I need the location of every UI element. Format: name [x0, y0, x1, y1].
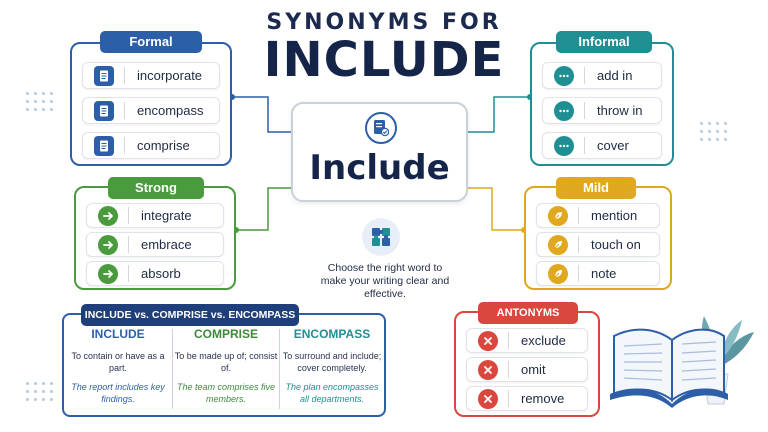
document-icon: [94, 65, 114, 86]
formal-item: encompass: [82, 97, 220, 124]
page-title: INCLUDE: [263, 32, 505, 88]
column-divider: [172, 329, 173, 409]
document-icon: [94, 135, 114, 156]
antonym-item: remove: [466, 386, 588, 411]
comparison-column-comprise: COMPRISE To be made up of; consist of. T…: [174, 327, 278, 405]
formal-panel: Formal incorporate encompass comprise: [70, 31, 232, 166]
column-divider: [279, 329, 280, 409]
chat-bubble-icon: [554, 65, 574, 86]
formal-item-label: comprise: [137, 138, 190, 153]
title-prefix: SYNONYMS FOR: [266, 10, 502, 35]
column-example: The team comprises five members.: [176, 382, 276, 404]
x-icon: [478, 388, 498, 409]
informal-item-label: throw in: [597, 103, 643, 118]
connector-informal: [468, 96, 530, 133]
mild-item: touch on: [536, 232, 660, 257]
arrow-right-icon: [98, 234, 118, 255]
connector-formal: [232, 96, 291, 133]
dot-pattern-left: [26, 92, 53, 111]
comparison-column-include: INCLUDE To contain or have as a part. Th…: [66, 327, 170, 405]
informal-tag: Informal: [556, 31, 652, 53]
formal-item: incorporate: [82, 62, 220, 89]
strong-panel: Strong integrate embrace absorb: [74, 177, 236, 290]
strong-tag: Strong: [108, 177, 204, 199]
strong-item-label: absorb: [141, 266, 181, 281]
mild-item: note: [536, 261, 660, 286]
leaf-icon: [548, 205, 568, 226]
antonyms-panel: ANTONYMS exclude omit remove: [454, 302, 600, 417]
informal-item: throw in: [542, 97, 662, 124]
mild-item-label: touch on: [591, 237, 641, 252]
strong-item: integrate: [86, 203, 224, 228]
x-icon: [478, 359, 498, 380]
formal-item-label: encompass: [137, 103, 204, 118]
formal-tag: Formal: [100, 31, 202, 53]
tip-text: Choose the right word to make your writi…: [320, 262, 450, 300]
antonym-item-label: exclude: [521, 333, 566, 348]
arrow-right-icon: [98, 205, 118, 226]
mild-panel: Mild mention touch on note: [524, 177, 672, 290]
mild-item-label: note: [591, 266, 617, 281]
formal-item: comprise: [82, 132, 220, 159]
informal-item: cover: [542, 132, 662, 159]
puzzle-icon: [362, 218, 400, 256]
column-heading: COMPRISE: [193, 327, 258, 341]
document-check-icon: [365, 112, 397, 144]
informal-item-label: cover: [597, 138, 629, 153]
dot-pattern-right: [700, 122, 727, 141]
arrow-right-icon: [98, 263, 118, 284]
center-card: Include: [291, 102, 468, 202]
column-heading: ENCOMPASS: [293, 327, 371, 341]
column-definition: To be made up of; consist of.: [174, 351, 278, 373]
document-icon: [94, 100, 114, 121]
comparison-tag: INCLUDE vs. COMPRISE vs. ENCOMPASS: [81, 304, 299, 326]
comparison-panel: INCLUDE vs. COMPRISE vs. ENCOMPASS INCLU…: [62, 304, 386, 417]
informal-item: add in: [542, 62, 662, 89]
mild-item: mention: [536, 203, 660, 228]
column-definition: To surround and include; cover completel…: [282, 351, 382, 373]
antonym-item: exclude: [466, 328, 588, 353]
informal-item-label: add in: [597, 68, 633, 83]
antonyms-tag: ANTONYMS: [478, 302, 578, 324]
leaf-icon: [548, 263, 568, 284]
column-definition: To contain or have as a part.: [71, 351, 165, 373]
comparison-column-encompass: ENCOMPASS To surround and include; cover…: [280, 327, 384, 405]
chat-bubble-icon: [554, 100, 574, 121]
antonym-item: omit: [466, 357, 588, 382]
column-example: The plan encompasses all departments.: [285, 382, 379, 404]
informal-panel: Informal add in throw in cover: [530, 31, 674, 166]
center-word: Include: [309, 148, 450, 188]
strong-item: absorb: [86, 261, 224, 286]
x-icon: [478, 330, 498, 351]
mild-tag: Mild: [556, 177, 636, 199]
strong-item: embrace: [86, 232, 224, 257]
connector-strong: [236, 187, 291, 231]
leaf-icon: [548, 234, 568, 255]
connector-mild: [468, 187, 524, 231]
dot-pattern-bottom-left: [26, 382, 53, 401]
antonym-item-label: remove: [521, 391, 565, 406]
antonym-item-label: omit: [521, 362, 546, 377]
open-book-illustration: [610, 316, 754, 408]
column-example: The report includes key findings.: [71, 382, 165, 404]
strong-item-label: embrace: [141, 237, 192, 252]
strong-item-label: integrate: [141, 208, 192, 223]
mild-item-label: mention: [591, 208, 638, 223]
formal-item-label: incorporate: [137, 68, 203, 83]
column-heading: INCLUDE: [91, 327, 145, 341]
chat-bubble-icon: [554, 135, 574, 156]
